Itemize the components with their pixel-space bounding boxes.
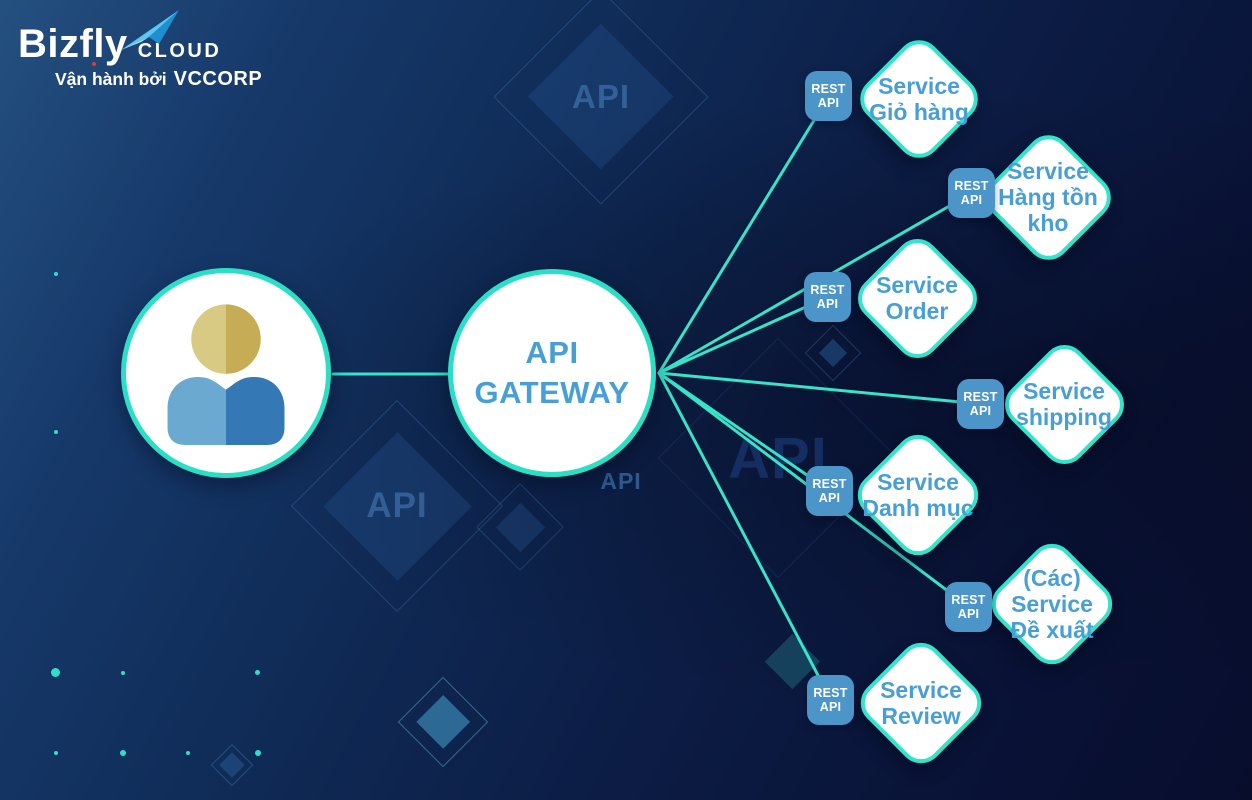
- api-watermark-label: API: [600, 467, 642, 494]
- rest-api-badge: REST API: [805, 71, 852, 121]
- rest-api-badge: REST API: [945, 582, 992, 632]
- gateway-label-line2: GATEWAY: [474, 375, 630, 410]
- decor-dot: [120, 750, 126, 756]
- service-label-line: Service: [1023, 378, 1105, 405]
- service-label-line: Giỏ hàng: [869, 99, 969, 125]
- service-label-line: kho: [1027, 209, 1069, 236]
- service-label-line: shipping: [1016, 404, 1112, 430]
- operated-by-text: Vận hành bởi: [55, 69, 167, 89]
- rest-api-badge: REST API: [806, 466, 853, 516]
- service-label-line: Danh mục: [862, 495, 974, 521]
- service-label-line: (Các): [1023, 565, 1081, 592]
- service-label: Service Danh mục: [843, 420, 993, 570]
- badge-line: API: [957, 607, 980, 621]
- service-node-order: Service Order: [842, 223, 992, 373]
- badge-line: REST: [813, 685, 848, 700]
- logo-brand-text: Bizfly: [18, 22, 128, 66]
- api-watermark-center: API: [581, 466, 661, 496]
- gateway-label-line1: API: [525, 335, 579, 371]
- vccorp-logo-text: VCCORP: [173, 68, 263, 90]
- badge-line: REST: [812, 476, 847, 491]
- service-node-danh-muc: Service Danh mục: [843, 420, 993, 570]
- service-label: Service Order: [842, 223, 992, 373]
- decor-dot: [186, 751, 190, 755]
- service-label-line: Order: [885, 298, 949, 324]
- badge-line: API: [818, 491, 841, 505]
- badge-line: REST: [963, 389, 998, 404]
- service-label: Service Giỏ hàng: [844, 24, 994, 174]
- service-label-line: Đề xuất: [1010, 616, 1094, 643]
- badge-line: API: [817, 96, 840, 110]
- decor-dot: [121, 671, 125, 675]
- service-label-line: Review: [881, 703, 961, 729]
- badge-line: REST: [810, 282, 845, 297]
- decor-dot: [54, 272, 58, 276]
- badge-line: API: [960, 193, 983, 207]
- badge-line: API: [819, 700, 842, 714]
- decor-dot: [255, 670, 260, 675]
- person-icon: [167, 304, 285, 445]
- service-label-line: Service: [878, 73, 960, 100]
- badge-line: REST: [951, 592, 986, 607]
- service-label-line: Service: [880, 677, 962, 704]
- badge-line: REST: [954, 178, 989, 193]
- service-node-review: Service Review: [846, 628, 996, 778]
- api-watermark-label: API: [366, 486, 428, 525]
- rest-api-badge: REST API: [957, 379, 1004, 429]
- badge-line: API: [969, 404, 992, 418]
- api-watermark-top: API: [493, 0, 709, 205]
- service-label-line: Service: [1011, 591, 1093, 617]
- service-node-hang-ton-kho: Service Hàng tồn kho: [973, 122, 1123, 272]
- service-node-gio-hang: Service Giỏ hàng: [844, 24, 994, 174]
- badge-line: API: [816, 297, 839, 311]
- service-node-shipping: Service shipping: [989, 329, 1139, 479]
- badge-line: REST: [811, 81, 846, 96]
- decor-dot: [255, 750, 261, 756]
- decor-dot: [54, 430, 58, 434]
- api-gateway-node: API GATEWAY: [448, 269, 656, 477]
- logo-operator-row: Vận hành bởi VCCORP: [18, 68, 262, 91]
- rest-api-badge: REST API: [804, 272, 851, 322]
- user-node: [121, 268, 331, 478]
- service-label-line: Service: [877, 469, 959, 496]
- gateway-label: API GATEWAY: [474, 333, 629, 412]
- decor-dot: [54, 751, 58, 755]
- api-watermark-label: API: [571, 78, 630, 115]
- service-label: Service Hàng tồn kho: [973, 122, 1123, 272]
- logo-suffix-text: CLOUD: [137, 40, 222, 62]
- rest-api-badge: REST API: [948, 168, 995, 218]
- service-label: (Các) Service Đề xuất: [977, 529, 1127, 679]
- api-watermark-left: API: [290, 399, 504, 613]
- service-label: Service shipping: [989, 329, 1139, 479]
- logo-row: Bizfly CLOUD: [18, 10, 262, 67]
- decor-dot: [51, 668, 60, 677]
- bizfly-cloud-logo: Bizfly CLOUD Vận hành bởi VCCORP: [18, 10, 262, 91]
- vccorp-red-dot: [92, 62, 96, 66]
- service-label-line: Service: [876, 272, 958, 299]
- paper-plane-icon: [121, 10, 179, 50]
- rest-api-badge: REST API: [807, 675, 854, 725]
- service-label-line: Hàng tồn: [998, 184, 1098, 210]
- service-label: Service Review: [846, 628, 996, 778]
- service-label-line: Service: [1007, 158, 1089, 185]
- service-node-de-xuat: (Các) Service Đề xuất: [977, 529, 1127, 679]
